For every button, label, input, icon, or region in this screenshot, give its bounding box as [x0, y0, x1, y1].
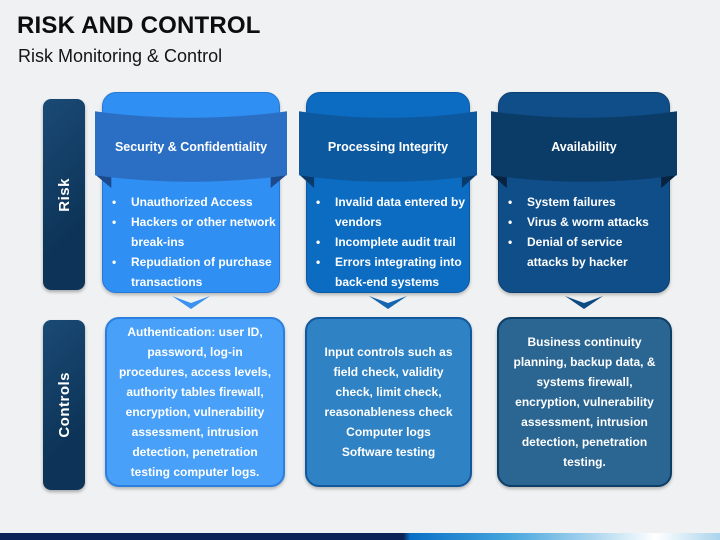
controls-text: Input controls such as field check, vali… [324, 345, 453, 419]
controls-box-availability: Business continuity planning, backup dat… [497, 317, 672, 487]
ribbon-banner-processing [299, 111, 477, 188]
bullet-dot-icon: • [316, 195, 321, 209]
chevron-down-icon [565, 296, 603, 309]
controls-row-label: Controls [43, 320, 85, 490]
bullet-dot-icon: • [508, 195, 513, 209]
controls-row-label-text: Controls [55, 372, 73, 438]
chevron-down-icon [369, 296, 407, 309]
risk-row-label: Risk [43, 99, 85, 290]
footer-accent-bar [0, 533, 720, 540]
bullet-dot-icon: • [112, 255, 117, 269]
ribbon-banner-availability [491, 111, 677, 188]
controls-text: Business continuity planning, backup dat… [513, 335, 656, 469]
risk-bullet: •Virus & worm attacks [508, 212, 666, 232]
risk-bullet: •Unauthorized Access [112, 192, 276, 212]
bullet-dot-icon: • [508, 235, 513, 249]
risk-bullet: •Errors integrating into back-end system… [316, 252, 466, 292]
controls-text: Software testing [341, 445, 436, 459]
column-header-processing: Processing Integrity [327, 140, 449, 154]
risk-bullet: •Repudiation of purchase transactions [112, 252, 276, 292]
risk-row-label-text: Risk [55, 177, 73, 212]
risk-column-availability: Availability •System failures •Virus & w… [491, 92, 677, 293]
bullet-dot-icon: • [316, 235, 321, 249]
risk-column-security: Security & Confidentiality •Unauthorized… [95, 92, 287, 293]
risk-bullet: •System failures [508, 192, 666, 212]
controls-text: Authentication: user ID, password, log-i… [118, 325, 272, 479]
risk-bullet: •Hackers or other network break-ins [112, 212, 276, 252]
controls-box-processing: Input controls such as field check, vali… [305, 317, 472, 487]
bullet-dot-icon: • [508, 215, 513, 229]
controls-box-security: Authentication: user ID, password, log-i… [105, 317, 285, 487]
risk-bullet: •Denial of service attacks by hacker [508, 232, 666, 272]
ribbon-banner-security [95, 111, 287, 188]
risk-bullet: •Invalid data entered by vendors [316, 192, 466, 232]
risk-bullet-list-processing: •Invalid data entered by vendors •Incomp… [316, 192, 466, 292]
page-subtitle: Risk Monitoring & Control [18, 46, 223, 66]
risk-bullet-list-availability: •System failures •Virus & worm attacks •… [508, 192, 666, 272]
column-header-availability: Availability [551, 140, 617, 154]
bullet-dot-icon: • [112, 215, 117, 229]
bullet-dot-icon: • [316, 255, 321, 269]
risk-column-processing: Processing Integrity •Invalid data enter… [299, 92, 477, 293]
controls-text: Computer logs [346, 425, 431, 439]
column-header-security: Security & Confidentiality [114, 140, 268, 154]
page-title: RISK AND CONTROL [17, 12, 261, 39]
risk-bullet-list-security: •Unauthorized Access •Hackers or other n… [112, 192, 276, 292]
chevron-down-icon [172, 296, 210, 309]
bullet-dot-icon: • [112, 195, 117, 209]
risk-bullet: •Incomplete audit trail [316, 232, 466, 252]
